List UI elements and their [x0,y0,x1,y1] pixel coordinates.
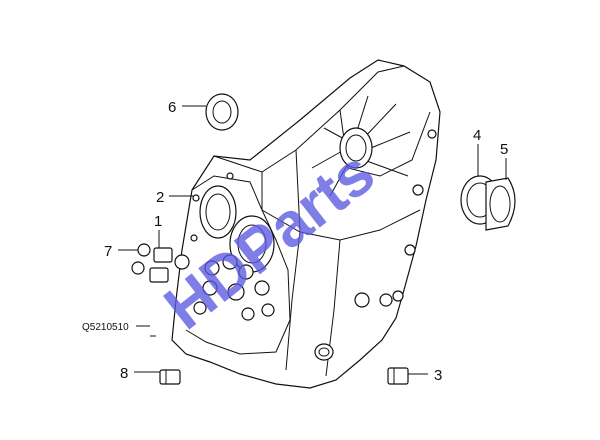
seal-cover-5 [485,177,516,231]
transmission-housing [171,59,441,389]
oil-seal-6 [205,93,239,131]
callout-6: 6 [168,99,176,116]
callout-3: 3 [434,367,442,384]
callout-1: 1 [154,213,162,230]
callouts: 6 2 1 7 4 5 3 8 Q5210510 [82,99,508,384]
callout-4: 4 [473,127,481,144]
sleeve-3 [387,367,409,385]
callout-5: 5 [500,141,508,158]
dowel-sleeves-1 [149,247,173,283]
part-code-label: Q5210510 [82,322,129,333]
callout-7: 7 [104,243,112,260]
leader-lines [118,105,507,375]
plug-8 [159,369,181,385]
o-rings-7 [131,243,151,275]
callout-2: 2 [156,189,164,206]
callout-8: 8 [120,365,128,382]
